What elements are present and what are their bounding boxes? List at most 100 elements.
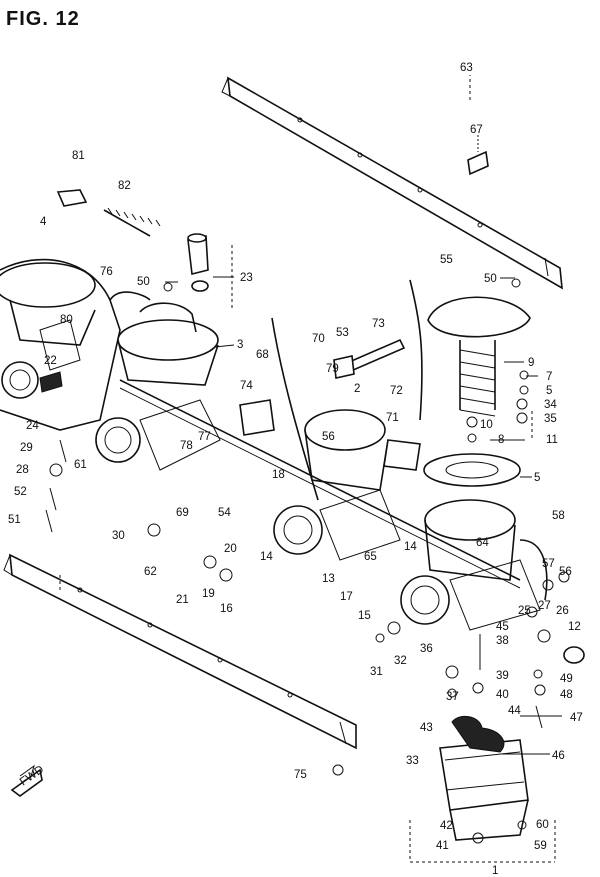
cap-12 — [563, 646, 585, 664]
callout-34: 34 — [544, 399, 557, 411]
carburetor-2 — [273, 409, 401, 561]
callout-17: 17 — [340, 591, 353, 603]
callout-61: 61 — [74, 459, 87, 471]
callout-60: 60 — [536, 819, 549, 831]
callout-9: 9 — [528, 357, 534, 369]
callout-18: 18 — [272, 469, 285, 481]
callout-50b: 50 — [484, 273, 497, 285]
callout-40: 40 — [496, 689, 509, 701]
callout-15: 15 — [358, 610, 371, 622]
callout-3: 3 — [237, 339, 243, 351]
callout-65: 65 — [364, 551, 377, 563]
callout-32: 32 — [394, 655, 407, 667]
callout-80: 80 — [60, 314, 73, 326]
callout-55: 55 — [440, 254, 453, 266]
callout-38: 38 — [496, 635, 509, 647]
fitting-53 — [333, 355, 355, 379]
callout-43: 43 — [420, 722, 433, 734]
callout-76: 76 — [100, 266, 113, 278]
callout-48: 48 — [560, 689, 573, 701]
callout-29: 29 — [20, 442, 33, 454]
callout-14a: 14 — [260, 551, 273, 563]
callout-71: 71 — [386, 412, 399, 424]
callout-59: 59 — [534, 840, 547, 852]
callout-74: 74 — [240, 380, 253, 392]
callout-52: 52 — [14, 486, 27, 498]
callout-2: 2 — [354, 383, 360, 395]
callout-25: 25 — [518, 605, 531, 617]
callout-1: 1 — [492, 865, 498, 877]
bolt-67 — [467, 135, 489, 176]
callout-79: 79 — [326, 363, 339, 375]
carburetor-right — [400, 499, 548, 631]
callout-72: 72 — [390, 385, 403, 397]
callout-33: 33 — [406, 755, 419, 767]
callout-24: 24 — [26, 420, 39, 432]
callout-8: 8 — [498, 434, 504, 446]
callout-5a: 5 — [546, 385, 552, 397]
callout-35: 35 — [544, 413, 557, 425]
callout-16: 16 — [220, 603, 233, 615]
forward-arrow-icon: FWD — [10, 764, 46, 797]
callout-54: 54 — [218, 507, 231, 519]
callout-14b: 14 — [404, 541, 417, 553]
throttle-shaft — [119, 379, 521, 581]
cylinder-23 — [187, 233, 209, 292]
leader-lines — [59, 75, 562, 863]
callout-58: 58 — [552, 510, 565, 522]
callout-7: 7 — [546, 371, 552, 383]
callout-31: 31 — [370, 666, 383, 678]
callout-20: 20 — [224, 543, 237, 555]
tube-72 — [409, 279, 423, 421]
callout-73: 73 — [372, 318, 385, 330]
callout-67: 67 — [470, 124, 483, 136]
callout-4: 4 — [40, 216, 47, 228]
callout-42: 42 — [440, 820, 453, 832]
callout-51: 51 — [8, 514, 21, 526]
callout-11: 11 — [546, 434, 558, 446]
callout-69: 69 — [176, 507, 189, 519]
callout-44: 44 — [508, 705, 521, 717]
callout-77: 77 — [198, 431, 211, 443]
mounting-plate-bottom — [3, 553, 357, 750]
callout-12: 12 — [568, 621, 581, 633]
callout-30: 30 — [112, 530, 125, 542]
callout-26: 26 — [556, 605, 569, 617]
float-43 — [451, 715, 505, 753]
callout-62: 62 — [144, 566, 157, 578]
callout-22: 22 — [44, 355, 57, 367]
callout-82: 82 — [118, 180, 131, 192]
callout-68: 68 — [256, 349, 269, 361]
callout-50a: 50 — [137, 276, 150, 288]
callout-49: 49 — [560, 673, 573, 685]
callout-53: 53 — [336, 327, 349, 339]
callout-78: 78 — [180, 440, 193, 452]
callout-37: 37 — [446, 691, 459, 703]
diaphragm-cap-9 — [427, 296, 531, 417]
callout-10: 10 — [480, 419, 493, 431]
callout-21: 21 — [176, 594, 189, 606]
callout-labels: 63 67 81 82 4 55 76 50 23 50 80 3 70 53 … — [8, 62, 583, 877]
callout-5b: 5 — [534, 472, 540, 484]
callout-36: 36 — [420, 643, 433, 655]
throttle-shaft-lower — [119, 387, 521, 589]
callout-63: 63 — [460, 62, 473, 74]
callout-56b: 56 — [559, 566, 572, 578]
float-bowl-33 — [439, 739, 529, 841]
callout-57: 57 — [542, 558, 555, 570]
callout-13: 13 — [322, 573, 335, 585]
callout-27: 27 — [538, 600, 551, 612]
callout-39: 39 — [496, 670, 509, 682]
carburetor-3 — [95, 291, 221, 471]
callout-70: 70 — [312, 333, 325, 345]
callout-56a: 56 — [322, 431, 335, 443]
callout-19: 19 — [202, 588, 215, 600]
callout-81: 81 — [72, 150, 85, 162]
carburetor-left — [0, 258, 121, 431]
fitting-71 — [383, 439, 421, 471]
diaphragm-5 — [423, 453, 521, 487]
mounting-plate-top — [221, 76, 563, 290]
callout-47: 47 — [570, 712, 583, 724]
callout-45: 45 — [496, 621, 509, 633]
